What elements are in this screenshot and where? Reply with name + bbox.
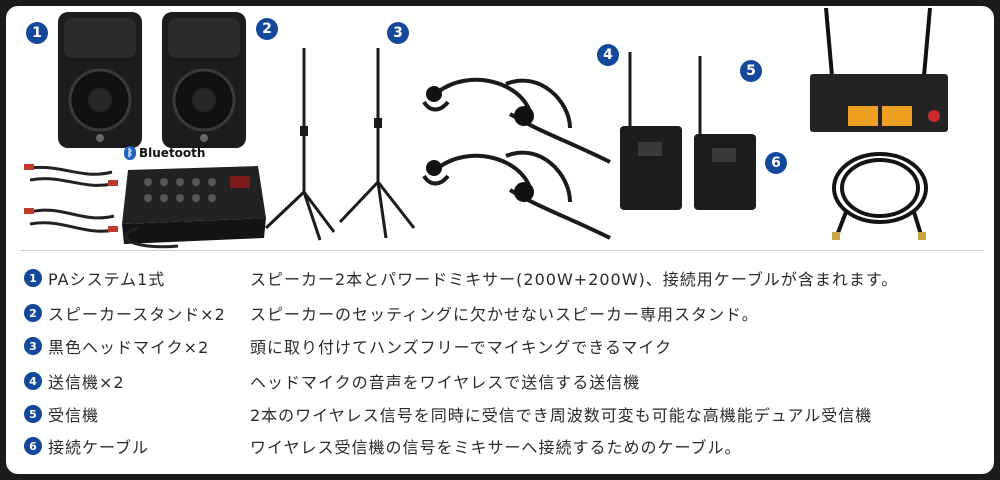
item-description: 2本のワイヤレス信号を同時に受信でき周波数可変も可能な高機能デュアル受信機: [250, 406, 873, 425]
divider: [20, 250, 984, 251]
item-description: ヘッドマイクの音声をワイヤレスで送信する送信機: [250, 373, 641, 392]
mixer-image: [122, 166, 266, 249]
photo-badge-1: 1: [26, 22, 48, 44]
speaker-cable-image: [24, 164, 118, 233]
item-description: スピーカー2本とパワードミキサー(200W+200W)、接続用ケーブルが含まれま…: [250, 270, 899, 289]
headset-mics-image: [422, 77, 611, 240]
item-name: 受信機: [48, 406, 100, 425]
product-card: 1 2 3 4 5 6 ᛒ Bluetooth: [6, 6, 994, 474]
speaker-pair-image: [58, 12, 246, 148]
speaker-stands-image: [264, 48, 416, 241]
item-number-badge: 2: [24, 304, 42, 322]
bluetooth-label: ᛒ Bluetooth: [124, 146, 205, 160]
item-number-badge: 5: [24, 405, 42, 423]
item-name: PAシステム1式: [48, 270, 166, 289]
item-number-badge: 6: [24, 437, 42, 455]
item-description: 頭に取り付けてハンズフリーでマイキングできるマイク: [250, 338, 672, 357]
photo-badge-5: 5: [740, 60, 762, 82]
photo-badge-4: 4: [597, 44, 619, 66]
item-description: スピーカーのセッティングに欠かせないスピーカー専用スタンド。: [250, 305, 759, 324]
bluetooth-text: Bluetooth: [139, 146, 206, 160]
item-number-badge: 4: [24, 372, 42, 390]
item-name: 送信機×2: [48, 373, 125, 392]
item-name: 接続ケーブル: [48, 438, 150, 457]
bluetooth-icon: ᛒ: [124, 146, 136, 160]
photo-badge-3: 3: [387, 22, 409, 44]
item-description: ワイヤレス受信機の信号をミキサーへ接続するためのケーブル。: [250, 438, 742, 457]
photo-badge-6: 6: [765, 152, 787, 174]
connection-cable-image: [832, 152, 928, 240]
item-number-badge: 1: [24, 269, 42, 287]
item-name: スピーカースタンド×2: [48, 305, 226, 324]
photo-badge-2: 2: [256, 18, 278, 40]
receiver-image: [810, 7, 948, 132]
transmitters-image: [620, 52, 756, 210]
item-number-badge: 3: [24, 337, 42, 355]
item-name: 黒色ヘッドマイク×2: [48, 338, 210, 357]
